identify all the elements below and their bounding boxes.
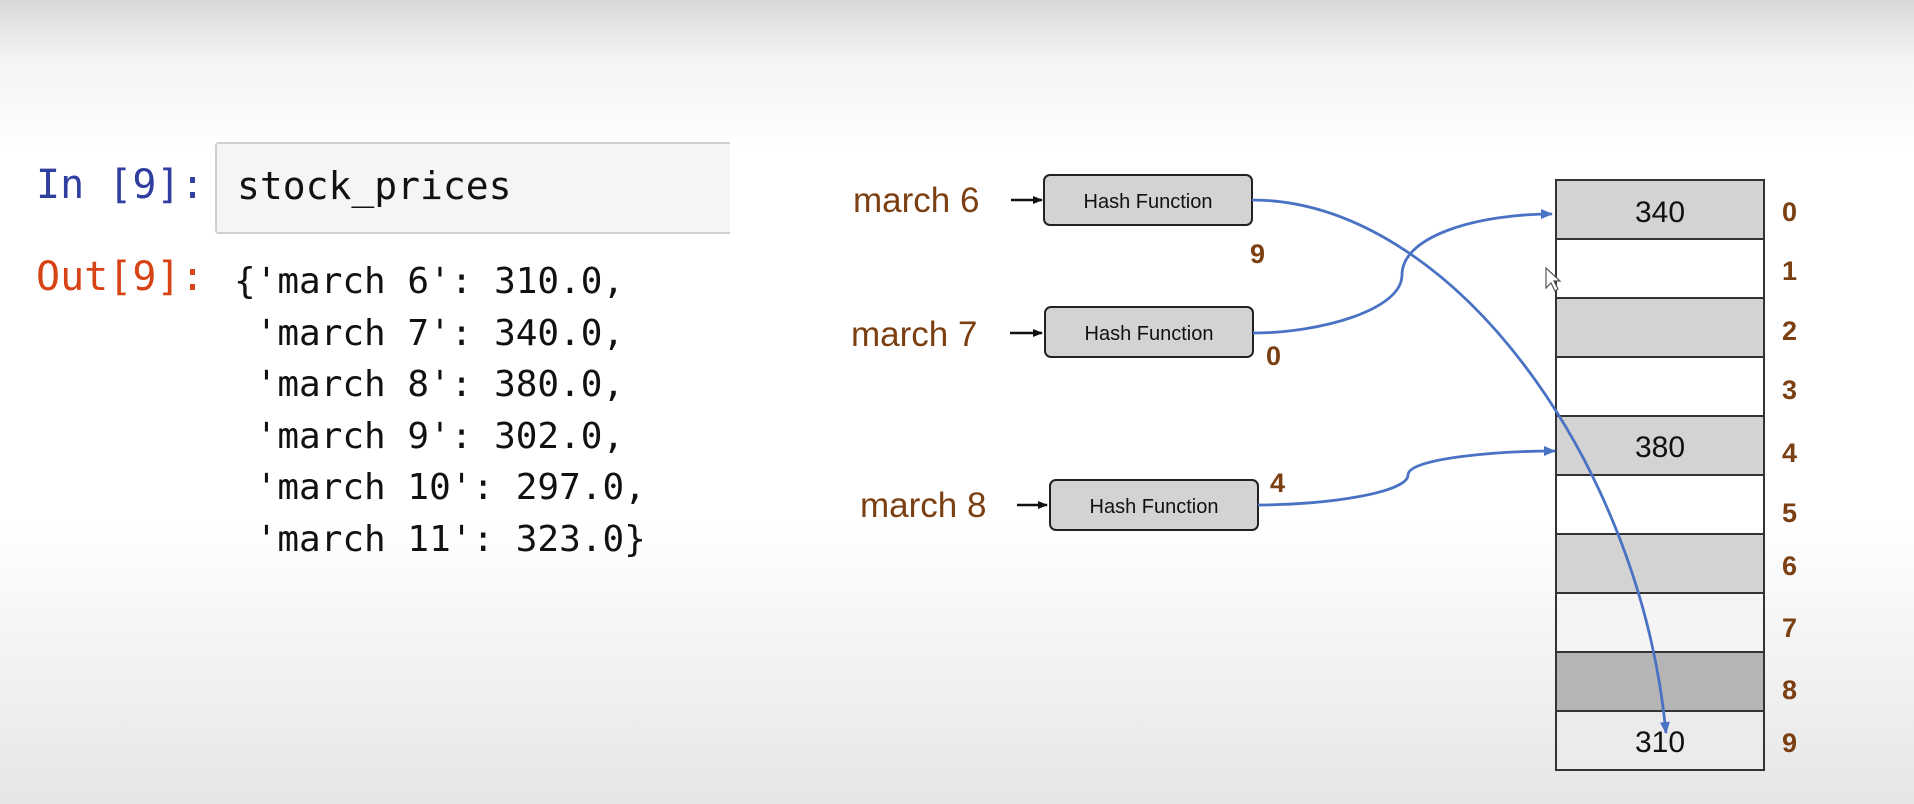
hash-function-box: Hash Function [1044, 306, 1254, 358]
array-cell [1555, 710, 1765, 771]
key-label-march-6: march 6 [853, 181, 979, 220]
array-value: 340 [1635, 196, 1685, 229]
output-line: {'march 6': 310.0, [234, 261, 625, 302]
array-cell [1555, 415, 1765, 476]
hash-output-0: 0 [1266, 341, 1281, 371]
output-prompt: Out[9]: [36, 254, 205, 300]
array-index: 5 [1782, 498, 1797, 528]
hash-function-label: Hash Function [1085, 323, 1214, 345]
array-index: 9 [1782, 728, 1797, 758]
cell-output: {'march 6': 310.0, 'march 7': 340.0, 'ma… [234, 256, 646, 565]
key-label-march-7: march 7 [851, 315, 977, 354]
mapping-arrow-march-7 [1252, 209, 1553, 335]
hash-function-label: Hash Function [1090, 496, 1219, 518]
key-label-march-8: march 8 [860, 486, 986, 525]
array-cell [1555, 592, 1765, 653]
output-line: 'march 8': 380.0, [234, 364, 625, 405]
hash-output-9: 9 [1250, 239, 1265, 269]
mouse-cursor-icon [1545, 266, 1562, 292]
array-cell [1555, 238, 1765, 299]
array-index: 3 [1782, 375, 1797, 405]
array-cell [1555, 474, 1765, 535]
array-value: 380 [1635, 431, 1685, 464]
array-index: 7 [1782, 613, 1797, 643]
jupyter-notebook-cell: In [9]: stock_prices Out[9]: {'march 6':… [0, 0, 740, 600]
array-index: 2 [1782, 316, 1797, 346]
array-index: 0 [1782, 197, 1797, 227]
array-cell [1555, 533, 1765, 594]
array-index: 8 [1782, 675, 1797, 705]
output-line: 'march 10': 297.0, [234, 467, 646, 508]
hash-output-4: 4 [1270, 468, 1285, 498]
array-cell [1555, 179, 1765, 240]
mapping-arrow-march-8 [1257, 446, 1556, 507]
hash-function-box: Hash Function [1049, 479, 1259, 531]
array-index-labels: 0 1 2 3 4 5 6 7 8 9 [1782, 197, 1797, 758]
output-line: 'march 9': 302.0, [234, 415, 625, 457]
array-table: 340 380 310 [1555, 179, 1765, 771]
array-value: 310 [1635, 726, 1685, 759]
array-index: 6 [1782, 551, 1797, 581]
code-input-text: stock_prices [237, 164, 512, 208]
array-index: 4 [1782, 438, 1797, 468]
mapping-arrow-march-6 [1251, 198, 1670, 734]
output-line: 'march 7': 340.0, [234, 312, 625, 354]
code-input-cell[interactable]: stock_prices [215, 142, 730, 234]
array-cell [1555, 356, 1765, 417]
hash-function-label: Hash Function [1084, 191, 1213, 213]
array-index: 1 [1782, 256, 1797, 286]
input-prompt: In [9]: [36, 162, 205, 208]
array-cell [1555, 297, 1765, 358]
output-line: 'march 11': 323.0} [234, 518, 646, 560]
hash-function-box: Hash Function [1043, 174, 1253, 226]
